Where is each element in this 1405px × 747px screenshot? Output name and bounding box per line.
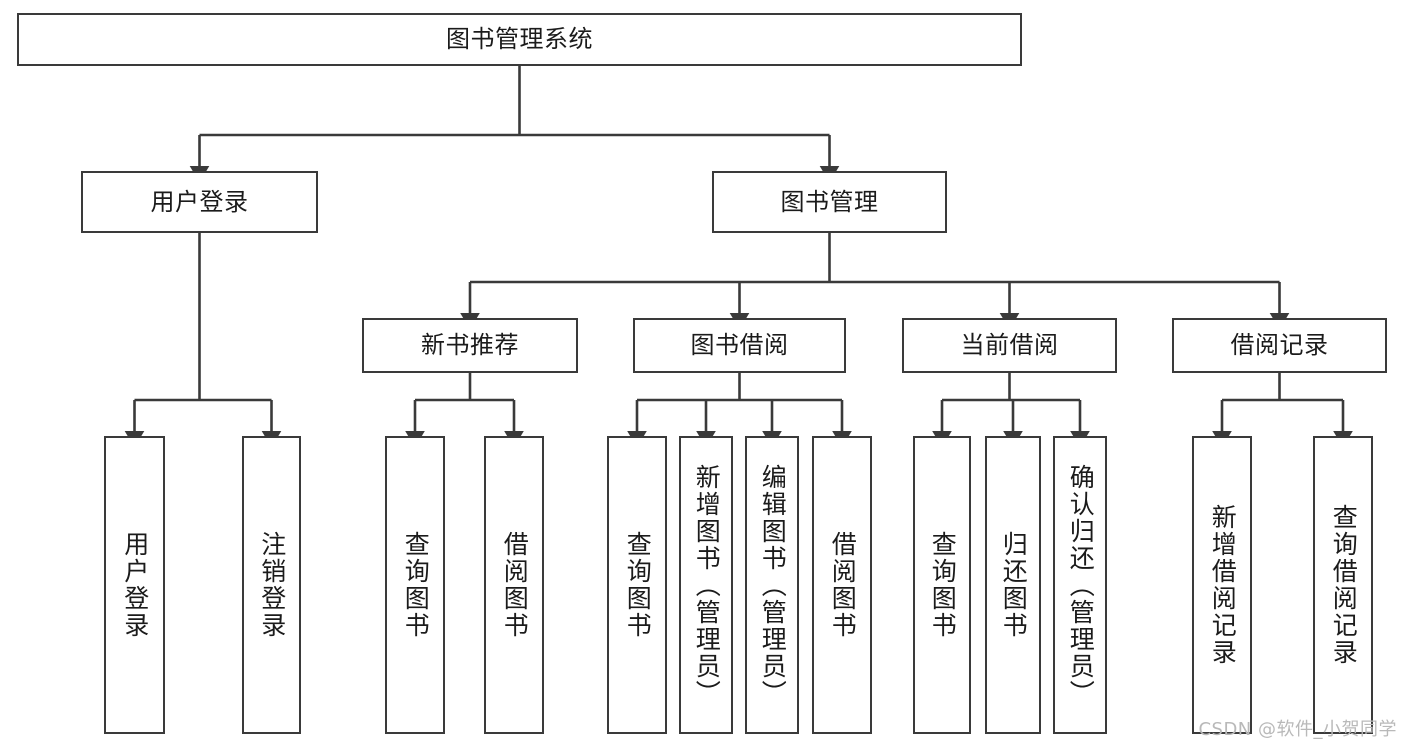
- node-label: 注销登录: [257, 531, 287, 639]
- node-borrow[interactable]: 图书借阅: [633, 318, 846, 373]
- node-l_query2[interactable]: 查询图书: [607, 436, 667, 734]
- node-label: 查询图书: [401, 531, 431, 639]
- node-l_query3[interactable]: 查询图书: [913, 436, 971, 734]
- node-label: 编辑图书（管理员）: [758, 463, 788, 707]
- node-label: 用户登录: [120, 531, 150, 639]
- node-label: 用户登录: [150, 187, 249, 216]
- node-l_confirm[interactable]: 确认归还（管理员）: [1053, 436, 1107, 734]
- node-label: 新书推荐: [421, 331, 519, 360]
- node-current[interactable]: 当前借阅: [902, 318, 1117, 373]
- watermark-text: CSDN @软件_小贺同学: [1198, 719, 1397, 740]
- node-label: 图书管理系统: [446, 25, 593, 54]
- node-newbook[interactable]: 新书推荐: [362, 318, 578, 373]
- node-label: 图书管理: [780, 187, 879, 216]
- node-l_login[interactable]: 用户登录: [104, 436, 165, 734]
- node-label: 新增图书（管理员）: [692, 463, 722, 707]
- node-l_return[interactable]: 归还图书: [985, 436, 1041, 734]
- node-label: 查询借阅记录: [1329, 504, 1359, 666]
- node-label: 归还图书: [999, 531, 1029, 639]
- node-label: 查询图书: [928, 531, 958, 639]
- node-login[interactable]: 用户登录: [81, 171, 318, 233]
- node-l_query1[interactable]: 查询图书: [385, 436, 445, 734]
- node-label: 查询图书: [623, 531, 653, 639]
- node-label: 新增借阅记录: [1208, 504, 1238, 666]
- node-l_edit[interactable]: 编辑图书（管理员）: [745, 436, 799, 734]
- node-label: 确认归还（管理员）: [1066, 463, 1096, 707]
- node-l_logout[interactable]: 注销登录: [242, 436, 301, 734]
- node-label: 借阅记录: [1230, 331, 1329, 360]
- node-l_add[interactable]: 新增图书（管理员）: [679, 436, 733, 734]
- node-bookmgmt[interactable]: 图书管理: [712, 171, 947, 233]
- node-label: 借阅图书: [828, 531, 858, 639]
- node-l_borrow2[interactable]: 借阅图书: [812, 436, 872, 734]
- node-l_borrow1[interactable]: 借阅图书: [484, 436, 544, 734]
- node-label: 借阅图书: [500, 531, 530, 639]
- node-records[interactable]: 借阅记录: [1172, 318, 1387, 373]
- node-l_queryrec[interactable]: 查询借阅记录: [1313, 436, 1373, 734]
- node-label: 当前借阅: [960, 331, 1059, 360]
- node-root[interactable]: 图书管理系统: [17, 13, 1022, 66]
- node-label: 图书借阅: [690, 331, 789, 360]
- node-l_addrec[interactable]: 新增借阅记录: [1192, 436, 1252, 734]
